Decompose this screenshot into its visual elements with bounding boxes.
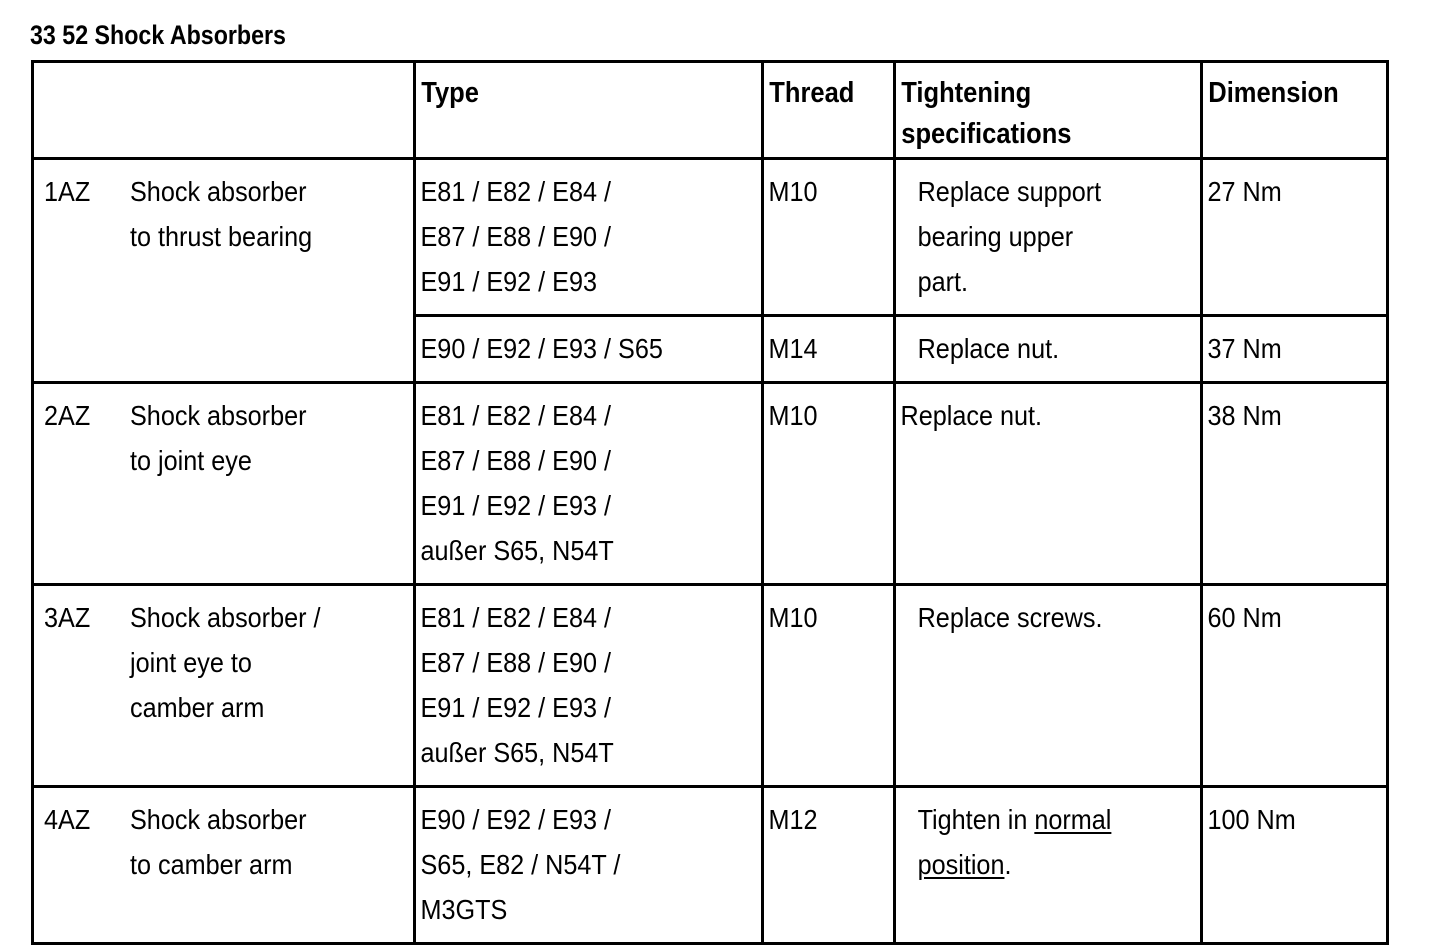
header-thread-label: Thread [769, 77, 855, 109]
row-identifier-group: 3AZ Shock absorber / joint eye to camber… [34, 586, 413, 740]
dimension-cell: 37 Nm [1200, 314, 1389, 384]
header-dimension-label: Dimension [1208, 77, 1339, 109]
header-tightening-label: Tightening specifications [901, 77, 1072, 150]
row-description: Shock absorber / joint eye to camber arm [130, 602, 321, 723]
row-identifier-group: 4AZ Shock absorber to camber arm [34, 788, 413, 897]
page-title: 33 52 Shock Absorbers [30, 20, 286, 50]
row-identifier-group: 2AZ Shock absorber to joint eye [34, 384, 413, 493]
dimension-cell: 60 Nm [1200, 583, 1389, 788]
tightening-cell: Replace support bearing upper part. [893, 157, 1203, 317]
dimension-value: 100 Nm [1207, 804, 1296, 835]
tightening-cell: Replace screws. [893, 583, 1203, 788]
thread-value: M12 [768, 804, 818, 835]
dimension-cell: 38 Nm [1200, 381, 1389, 586]
row-id: 1AZ [44, 176, 91, 207]
dimension-value: 60 Nm [1207, 602, 1282, 633]
shock-absorber-spec-table: Type Thread Tightening specifications Di… [31, 60, 1389, 945]
thread-cell: M14 [761, 314, 896, 384]
header-cell-tightening: Tightening specifications [893, 60, 1203, 160]
header-cell-thread: Thread [761, 60, 896, 160]
dimension-value: 27 Nm [1207, 176, 1282, 207]
dimension-value: 38 Nm [1207, 400, 1282, 431]
tightening-cell: Replace nut. [893, 314, 1203, 384]
tightening-prefix: Tighten in [917, 804, 1035, 835]
dimension-cell: 100 Nm [1200, 785, 1389, 945]
thread-value: M10 [768, 400, 818, 431]
thread-cell: M10 [761, 157, 896, 317]
row-id: 3AZ [44, 602, 91, 633]
tightening-value: Replace nut. [900, 400, 1042, 431]
header-type-label: Type [421, 77, 479, 109]
table-row: 3AZ Shock absorber / joint eye to camber… [31, 583, 1389, 788]
table-header-row: Type Thread Tightening specifications Di… [31, 60, 1389, 160]
row-identifier-group: 1AZ Shock absorber to thrust bearing [34, 160, 413, 269]
type-value: E90 / E92 / E93 / S65 [420, 333, 663, 364]
header-blank-label [34, 63, 368, 73]
table-row: 2AZ Shock absorber to joint eye E81 / E8… [31, 381, 1389, 586]
type-cell: E81 / E82 / E84 / E87 / E88 / E90 / E91 … [413, 381, 764, 586]
tightening-value: Replace support bearing upper part. [917, 176, 1102, 297]
tightening-cell: Replace nut. [893, 381, 1203, 586]
type-cell: E90 / E92 / E93 / S65 [413, 314, 764, 384]
table-row: E90 / E92 / E93 / S65 M14 Replace nut. 3… [33, 314, 1389, 384]
thread-value: M14 [768, 333, 818, 364]
dimension-value: 37 Nm [1207, 333, 1282, 364]
thread-cell: M10 [761, 583, 896, 788]
thread-value: M10 [768, 176, 818, 207]
row-label-cell-3az: 3AZ Shock absorber / joint eye to camber… [31, 583, 416, 788]
header-cell-type: Type [413, 60, 764, 160]
thread-value: M10 [768, 602, 818, 633]
table-row: 4AZ Shock absorber to camber arm E90 / E… [31, 785, 1389, 945]
dimension-cell: 27 Nm [1200, 157, 1389, 317]
row-label-cell-1az: 1AZ Shock absorber to thrust bearing [31, 157, 416, 384]
type-value: E81 / E82 / E84 / E87 / E88 / E90 / E91 … [420, 400, 614, 566]
type-value: E81 / E82 / E84 / E87 / E88 / E90 / E91 … [420, 176, 612, 297]
row-description: Shock absorber to camber arm [130, 804, 307, 880]
header-cell-blank [31, 60, 416, 160]
type-value: E81 / E82 / E84 / E87 / E88 / E90 / E91 … [420, 602, 614, 768]
row-label-cell-4az: 4AZ Shock absorber to camber arm [31, 785, 416, 945]
tightening-underlined-phrase: normal position [917, 804, 1112, 880]
tightening-cell: Tighten in normal position. [893, 785, 1203, 945]
tightening-value: Replace nut. [917, 333, 1060, 364]
row-label-cell-2az: 2AZ Shock absorber to joint eye [31, 381, 416, 586]
document-page: 33 52 Shock Absorbers Type Thread Tighte… [30, 20, 1389, 945]
tightening-value: Replace screws. [917, 602, 1103, 633]
type-cell: E81 / E82 / E84 / E87 / E88 / E90 / E91 … [413, 157, 764, 317]
header-cell-dimension: Dimension [1200, 60, 1389, 160]
type-value: E90 / E92 / E93 / S65, E82 / N54T / M3GT… [420, 804, 621, 925]
table-row: 1AZ Shock absorber to thrust bearing E81… [31, 157, 1389, 384]
type-cell: E90 / E92 / E93 / S65, E82 / N54T / M3GT… [413, 785, 764, 945]
row-id: 4AZ [44, 804, 91, 835]
row-id: 2AZ [44, 400, 91, 431]
tightening-suffix: . [1004, 849, 1012, 880]
thread-cell: M10 [761, 381, 896, 586]
row-description: Shock absorber to joint eye [130, 400, 307, 476]
row-description: Shock absorber to thrust bearing [130, 176, 313, 252]
tightening-value-rich: Tighten in normal position. [896, 788, 1170, 897]
thread-cell: M12 [761, 785, 896, 945]
type-cell: E81 / E82 / E84 / E87 / E88 / E90 / E91 … [413, 583, 764, 788]
